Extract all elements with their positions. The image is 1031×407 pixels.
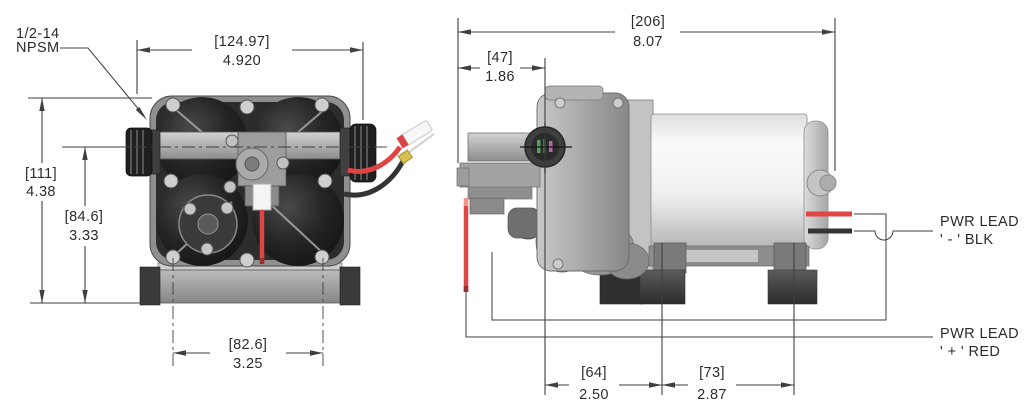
dim-overall-height-mm: [111]	[25, 166, 57, 182]
arrowhead	[310, 350, 323, 356]
pwr-lead-neg-callout: PWR LEAD ' - ' BLK	[491, 213, 1019, 321]
pwr-lead-pos-line2: ' + ' RED	[940, 344, 1000, 360]
pwr-lead-neg-line1: PWR LEAD	[940, 214, 1019, 230]
mounting-base	[139, 262, 361, 306]
thread-label-line2: NPSM	[16, 40, 60, 56]
manifold	[149, 131, 351, 207]
dim-overall-length-mm: [206]	[631, 14, 665, 30]
pump-head-top-tab	[544, 85, 604, 101]
arrowhead	[545, 382, 558, 388]
dim-foot-span-rear-inch: 2.87	[697, 387, 727, 403]
front-view	[125, 95, 435, 306]
pwr-lead-neg-line2: ' - ' BLK	[940, 232, 993, 248]
arrowhead	[781, 382, 794, 388]
motor-body	[650, 113, 808, 252]
arrowhead	[39, 98, 45, 111]
leader-black-wire-jump	[854, 230, 933, 241]
dimension-overall-height: [111] 4.38	[25, 97, 152, 304]
pump-head-screws	[552, 97, 624, 270]
pwr-lead-pos-callout: PWR LEAD ' + ' RED	[465, 292, 1019, 360]
arrowhead	[649, 382, 662, 388]
black-wire-terminal	[397, 149, 414, 165]
swash-plate	[178, 194, 238, 256]
dimension-port-center-height: [84.6] 3.33	[62, 146, 388, 303]
port-block	[456, 132, 541, 215]
dim-port-center-height-mm: [84.6]	[65, 209, 104, 225]
dim-foot-span-front-inch: 2.50	[579, 387, 609, 403]
arrowhead	[532, 65, 545, 71]
thread-label-line1: 1/2-14	[16, 26, 60, 42]
arrowhead	[458, 29, 471, 35]
dim-port-center-height-inch: 3.33	[69, 228, 99, 244]
port-left	[125, 127, 161, 177]
red-wire-terminal	[396, 120, 433, 149]
arrowhead	[82, 147, 88, 160]
dimension-overall-length: [206] 8.07	[457, 14, 836, 171]
arrowhead	[39, 290, 45, 303]
dim-overall-width-mm: [124.97]	[214, 34, 270, 50]
arrowhead	[350, 47, 363, 53]
pwr-lead-pos-line1: PWR LEAD	[940, 326, 1019, 342]
arrowhead	[135, 106, 147, 120]
dim-mount-hole-spacing-mm: [82.6]	[229, 337, 268, 353]
black-wire-bare-tip	[407, 133, 435, 154]
housing-screws	[163, 97, 333, 268]
dimension-foot-span-front: [64] 2.50	[545, 243, 663, 403]
switch-connector	[252, 183, 272, 211]
dim-foot-span-front-mm: [64]	[581, 365, 607, 381]
dimension-overall-width: [124.97] 4.920	[136, 34, 364, 120]
side-view	[456, 85, 852, 305]
dim-port-setback-inch: 1.86	[485, 69, 515, 85]
power-wire-red	[347, 145, 403, 174]
thread-callout: 1/2-14 NPSM	[16, 26, 147, 120]
leader-red-hanging-wire	[465, 292, 933, 338]
dimension-port-setback: [47] 1.86	[458, 50, 546, 395]
dim-overall-height-inch: 4.38	[26, 184, 56, 200]
dimension-foot-span-rear: [73] 2.87	[662, 243, 795, 403]
dim-mount-hole-spacing-inch: 3.25	[233, 356, 263, 372]
power-wire-black	[343, 159, 406, 198]
arrowhead	[822, 29, 835, 35]
dim-foot-span-rear-mm: [73]	[699, 365, 725, 381]
arrowhead	[662, 382, 675, 388]
arrowhead	[137, 47, 150, 53]
arrowhead	[173, 350, 186, 356]
arrowhead	[458, 65, 471, 71]
dimension-mount-hole-spacing: [82.6] 3.25	[172, 258, 324, 372]
dim-overall-length-inch: 8.07	[633, 34, 663, 50]
dim-overall-width-inch: 4.920	[223, 53, 261, 69]
dim-port-setback-mm: [47]	[487, 50, 513, 66]
pump-head	[536, 92, 630, 272]
leader-red-motor-wire	[491, 213, 887, 321]
end-cap-nub	[819, 174, 837, 192]
arrowhead	[82, 290, 88, 303]
